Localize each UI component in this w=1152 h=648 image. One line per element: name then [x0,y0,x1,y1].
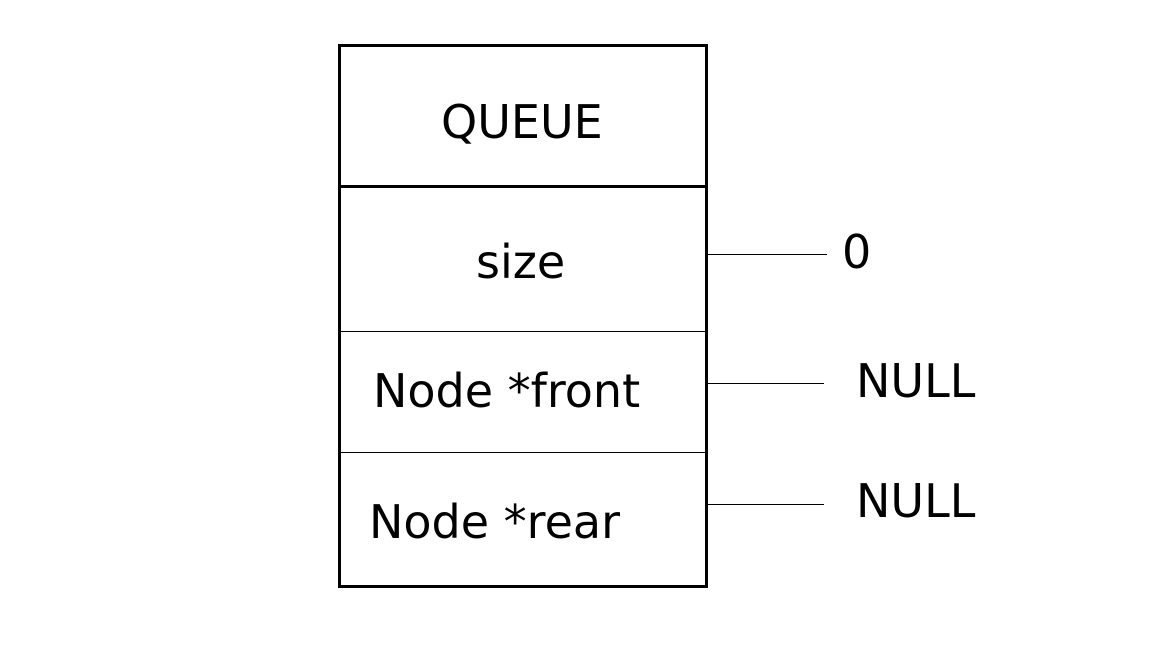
rear-value: NULL [856,474,976,528]
queue-title-cell: QUEUE [341,47,705,188]
size-value: 0 [842,225,872,279]
queue-title: QUEUE [441,95,603,149]
front-connector-line [707,383,824,384]
field-front-label: Node *front [373,364,641,418]
size-connector-line [707,254,827,255]
field-rear-cell: Node *rear [341,454,705,585]
field-rear-label: Node *rear [369,495,620,549]
queue-struct-box: QUEUE size Node *front Node *rear [338,44,708,588]
field-size-label: size [476,235,566,289]
rear-connector-line [707,504,824,505]
front-value: NULL [856,354,976,408]
field-front-cell: Node *front [341,333,705,453]
field-size-cell: size [341,191,705,332]
